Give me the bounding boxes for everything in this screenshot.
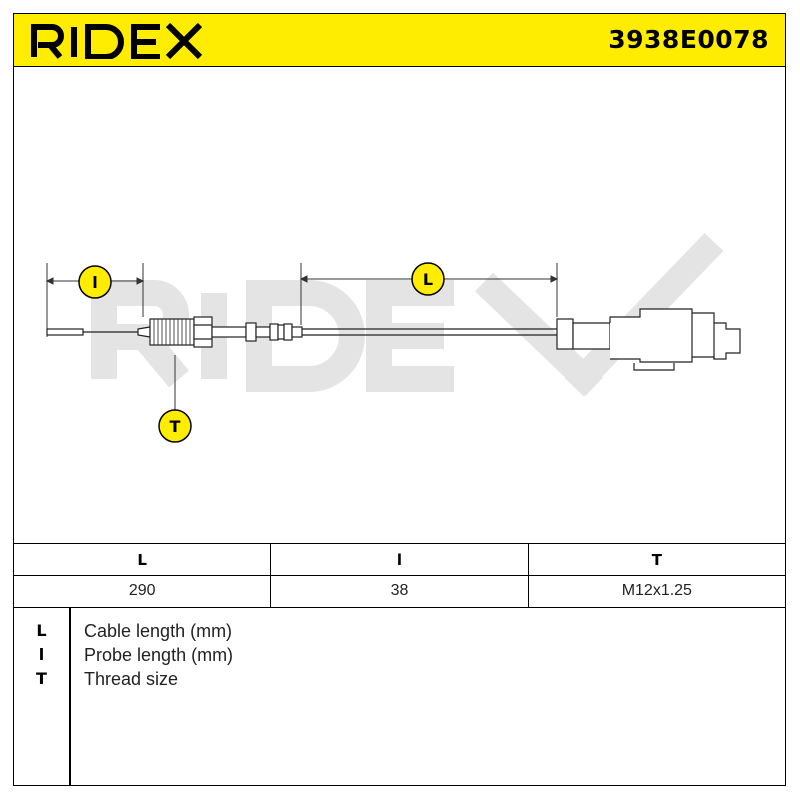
callout-probe-label: l [92,273,97,292]
legend-divider [69,607,71,785]
legend-key: l [38,645,45,664]
legend: L l T Cable length (mm) Probe length (mm… [14,607,785,785]
sensor-body [46,308,741,371]
legend-key: L [36,621,47,640]
spec-value-row: 290 38 M12x1.25 [14,575,785,608]
spec-header-cable: L [14,544,272,575]
technical-drawing: l L T [14,67,785,543]
legend-keys: L l T [14,619,69,691]
spec-header-probe: l [271,544,529,575]
ridex-watermark [91,232,724,397]
spec-value-probe: 38 [271,575,529,607]
legend-descriptions: Cable length (mm) Probe length (mm) Thre… [84,619,233,691]
callout-thread-label: T [170,417,181,436]
datasheet: 3938E0078 [13,13,786,786]
spec-header-row: L l T [14,544,785,576]
legend-description: Thread size [84,669,179,689]
legend-description: Probe length (mm) [84,645,234,665]
callout-probe-badge: l [78,265,112,299]
spec-table: L l T 290 38 M12x1.25 [14,543,785,608]
legend-description: Cable length (mm) [84,621,233,641]
sensor-drawing: l L T [45,232,741,443]
callout-cable-badge: L [411,262,445,296]
callout-thread-badge: T [158,409,192,443]
legend-key: T [36,669,47,688]
callout-cable-label: L [423,270,433,289]
spec-value-thread: M12x1.25 [621,582,692,599]
ridex-logo [31,23,203,59]
spec-header-thread: T [651,550,662,569]
spec-value-cable: 290 [14,575,272,607]
header-bar: 3938E0078 [14,14,785,67]
part-number: 3938E0078 [608,25,769,54]
